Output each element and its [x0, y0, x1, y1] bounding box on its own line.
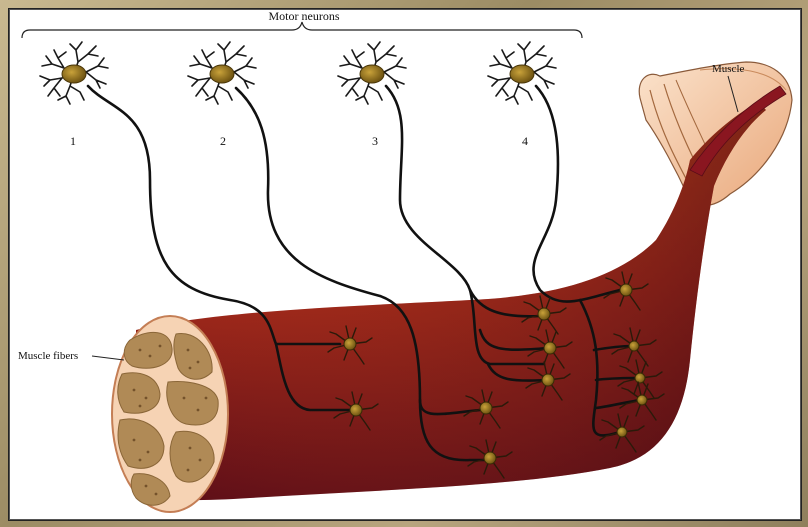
muscle-fibers-label: Muscle fibers [18, 350, 78, 362]
muscle-label: Muscle [712, 63, 745, 75]
neuron-number-3: 3 [372, 134, 378, 148]
neuron-2 [188, 42, 256, 104]
axon-1 [88, 86, 340, 344]
axon-4 [533, 86, 620, 302]
neuron-number-4: 4 [522, 134, 528, 148]
motor-neurons-label: Motor neurons [269, 9, 340, 23]
motor-neurons-bracket [22, 22, 582, 38]
neuron-number-2: 2 [220, 134, 226, 148]
muscle-cross-section [112, 316, 228, 512]
neuron-4 [488, 42, 556, 104]
muscle-fibers-pointer-line [92, 356, 124, 360]
neuron-number-1: 1 [70, 134, 76, 148]
neuron-3 [338, 42, 406, 104]
